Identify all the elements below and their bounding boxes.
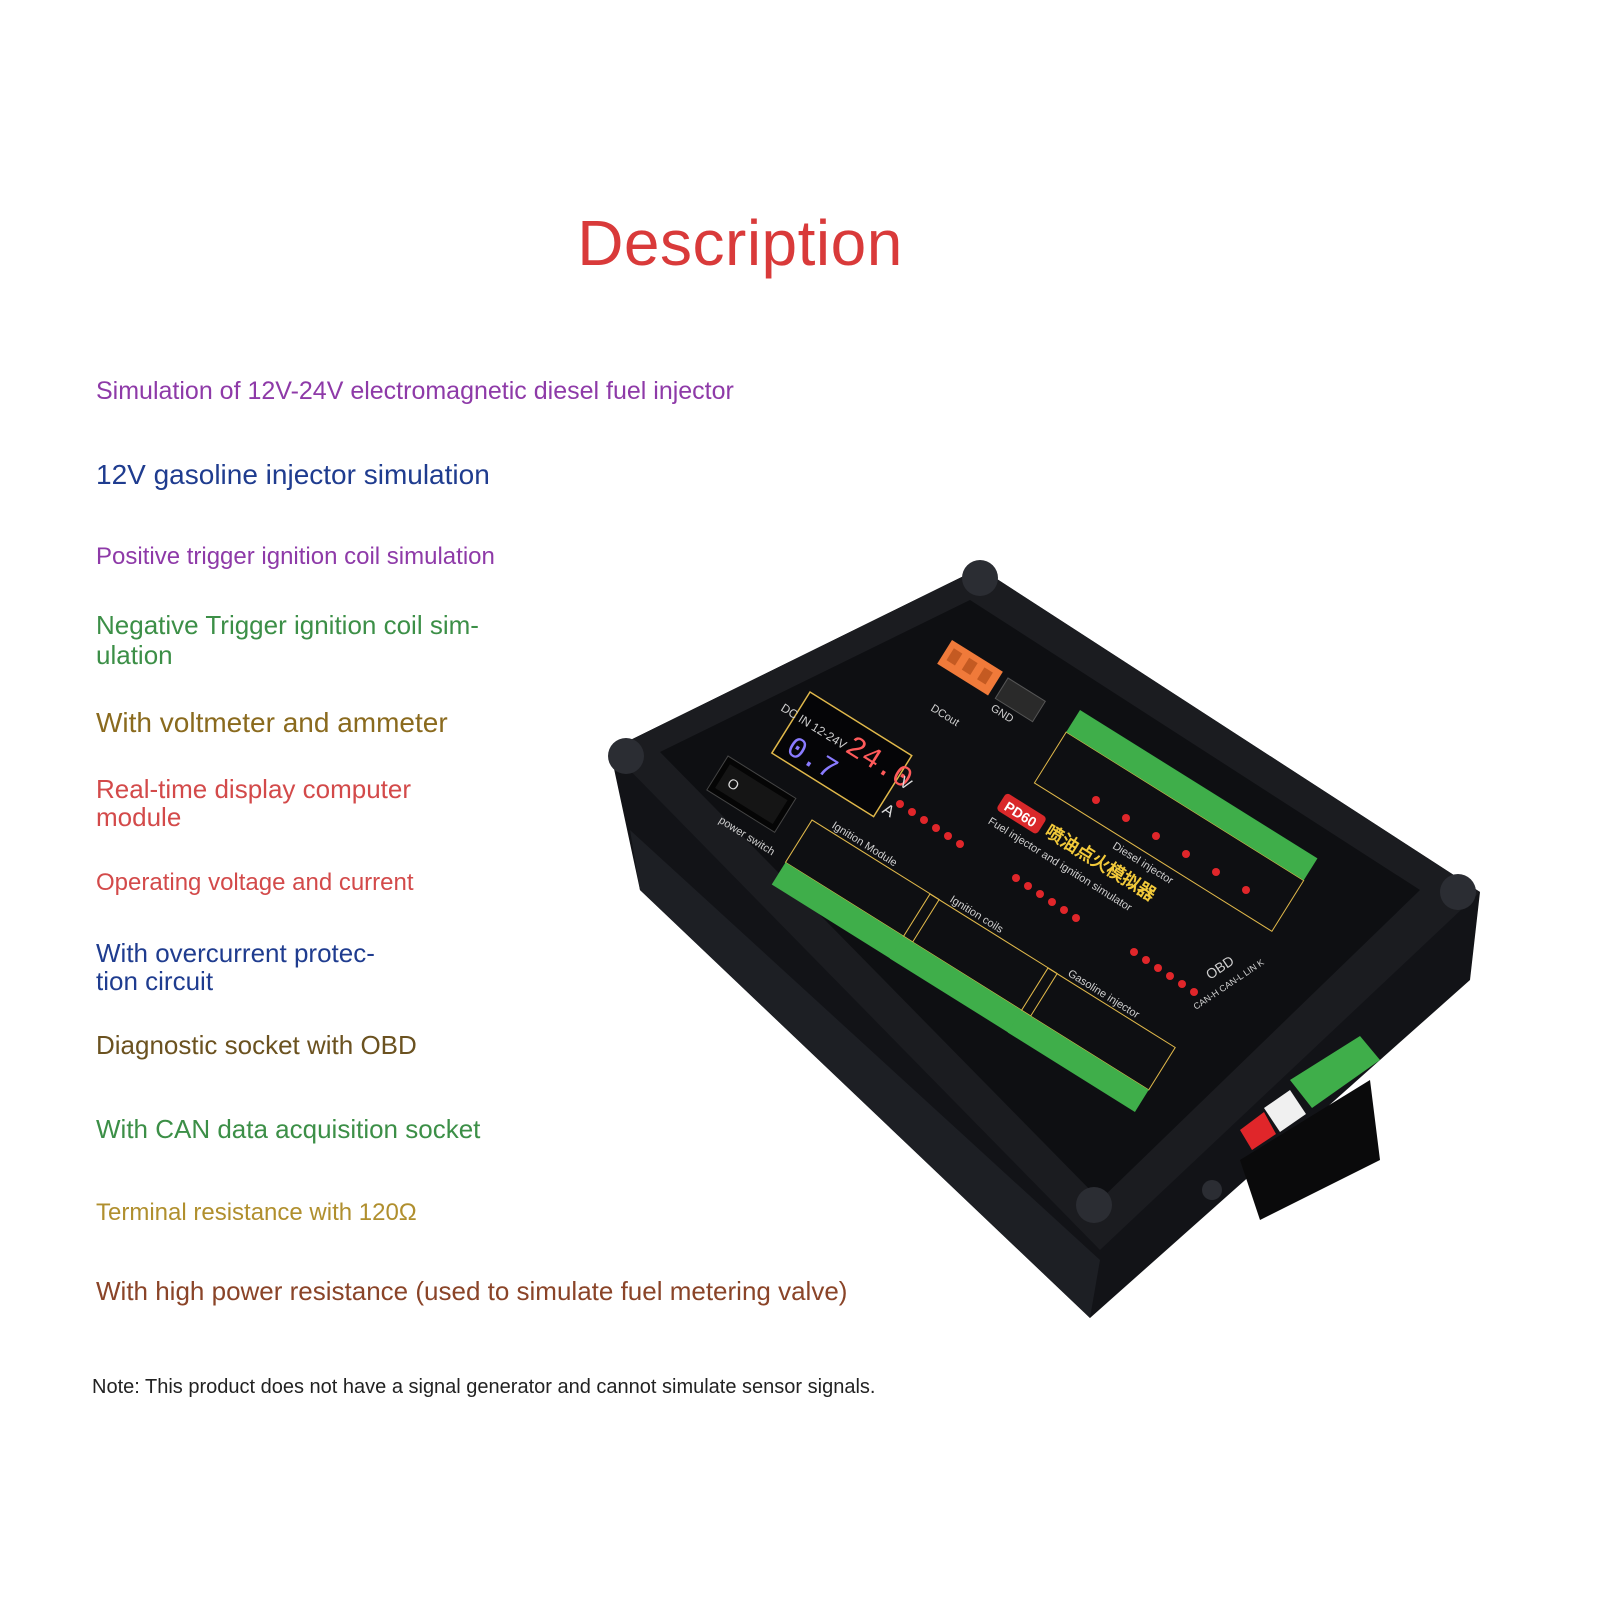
feature-negative-trigger-line2: ulation [96, 640, 173, 670]
feature-negative-trigger-line1: Negative Trigger ignition coil sim- [96, 610, 479, 640]
feature-operating-voltage: Operating voltage and current [96, 869, 414, 896]
screw-icon [608, 738, 644, 774]
screw-icon [1440, 874, 1476, 910]
gnd-connector [994, 677, 1047, 723]
feature-diesel-injector: Simulation of 12V-24V electromagnetic di… [96, 377, 734, 405]
dc-out-connector [937, 640, 1003, 696]
feature-positive-trigger: Positive trigger ignition coil simulatio… [96, 543, 495, 570]
dc-jack [1202, 1180, 1222, 1200]
terminal-block [771, 862, 913, 964]
feature-overcurrent-line1: With overcurrent protec- [96, 938, 375, 968]
feature-voltmeter-ammeter: With voltmeter and ammeter [96, 707, 448, 738]
power-switch[interactable]: O [706, 755, 797, 834]
channel-leds [896, 796, 1250, 996]
terminal-block [889, 936, 1031, 1038]
feature-overcurrent-line2: tion circuit [96, 966, 214, 996]
terminal-block [1007, 1010, 1149, 1112]
product-photo: DCout GND 24.0 0.7 V A DC IN 12-24V O po… [600, 560, 1500, 1320]
feature-realtime-display-line2: module [96, 802, 182, 832]
screw-icon [962, 560, 998, 596]
terminal-block [1066, 710, 1318, 881]
feature-obd-socket: Diagnostic socket with OBD [96, 1030, 417, 1060]
page-title: Description [577, 207, 903, 279]
note-text: Note: This product does not have a signa… [92, 1376, 876, 1398]
feature-high-power-resistance: With high power resistance (used to simu… [96, 1276, 848, 1306]
feature-can-socket: With CAN data acquisition socket [96, 1114, 481, 1144]
feature-realtime-display-line1: Real-time display computer [96, 774, 412, 804]
can-connector [1240, 1036, 1380, 1150]
feature-terminal-resistance: Terminal resistance with 120Ω [96, 1199, 417, 1226]
feature-gasoline-injector: 12V gasoline injector simulation [96, 459, 490, 490]
model-badge [997, 793, 1046, 834]
obd-socket [1240, 1080, 1380, 1220]
screw-icon [1076, 1187, 1112, 1223]
